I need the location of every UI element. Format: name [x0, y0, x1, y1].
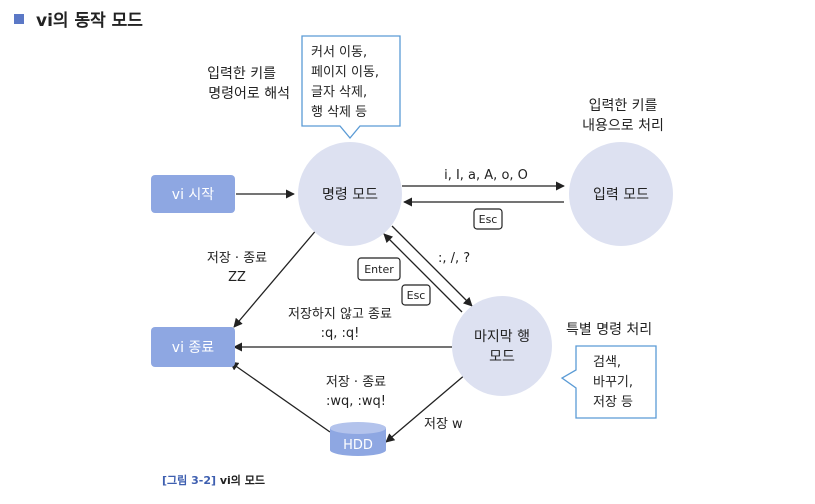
quit-nosave-label-2: :q, :q! [321, 326, 360, 341]
arrow-lastline-to-command [383, 233, 463, 313]
command-callout-line-1: 커서 이동, [311, 45, 367, 60]
arrow-hdd-to-end [229, 361, 331, 433]
command-callout-line-3: 글자 삭제, [311, 85, 367, 100]
save-w-label: 저장 w [424, 417, 463, 432]
input-mode-label: 입력 모드 [593, 187, 649, 203]
save-quit-label-1: 저장 · 종료 [207, 251, 267, 266]
command-callout-line-2: 페이지 이동, [311, 65, 379, 80]
lastline-callout-line-2: 바꾸기, [593, 375, 633, 390]
input-note-line-1: 입력한 키를 [589, 98, 658, 114]
save-quit-label-4: :wq, :wq! [326, 394, 386, 409]
figure-caption-text: vi의 모드 [219, 474, 265, 487]
save-quit-label-3: 저장 · 종료 [326, 375, 386, 390]
lastline-mode-label-2: 모드 [489, 349, 515, 365]
command-mode-node [298, 142, 402, 246]
lastline-callout-line-1: 검색, [593, 355, 621, 370]
bullet-square-icon [14, 13, 24, 24]
section-title: vi의 동작 모드 [14, 6, 143, 31]
enter-key-icon [357, 257, 401, 281]
command-mode-label: 명령 모드 [322, 187, 378, 203]
vi-end-label: vi 종료 [172, 340, 215, 356]
esc-key-2-icon [401, 284, 431, 306]
esc-key-2-label: Esc [407, 289, 426, 302]
to-lastline-keys-label: :, /, ? [438, 251, 470, 266]
figure-number: [그림 3-2] [162, 474, 216, 487]
lastline-mode-label-1: 마지막 행 [474, 329, 530, 345]
arrow-command-to-lastline [391, 225, 473, 307]
to-input-keys-label: i, I, a, A, o, O [444, 168, 528, 183]
lastline-note: 특별 명령 처리 [566, 322, 652, 338]
enter-key-label: Enter [364, 263, 394, 276]
section-title-text: vi의 동작 모드 [36, 11, 143, 31]
quit-nosave-label-1: 저장하지 않고 종료 [288, 307, 392, 322]
command-callout-box [301, 35, 401, 140]
lastline-mode-node [452, 296, 552, 396]
save-quit-label-2: ZZ [228, 270, 246, 285]
vi-end-node [151, 327, 235, 367]
vi-start-node [151, 175, 235, 213]
lastline-callout-box [560, 345, 657, 419]
arrow-command-to-end [233, 227, 319, 328]
command-note-line-2: 명령어로 해석 [208, 86, 290, 102]
vi-start-label: vi 시작 [172, 187, 215, 203]
lastline-callout-line-3: 저장 등 [593, 395, 633, 410]
input-mode-node [569, 142, 673, 246]
arrow-lastline-to-hdd [385, 373, 467, 443]
input-note-line-2: 내용으로 처리 [582, 118, 664, 134]
command-note-line-1: 입력한 키를 [207, 66, 276, 82]
hdd-label: HDD [343, 438, 373, 453]
figure-caption: [그림 3-2] vi의 모드 [162, 472, 265, 488]
command-callout-line-4: 행 삭제 등 [311, 104, 367, 120]
esc-key-icon [473, 208, 503, 230]
esc-key-label: Esc [479, 213, 498, 226]
hdd-icon [330, 422, 386, 456]
